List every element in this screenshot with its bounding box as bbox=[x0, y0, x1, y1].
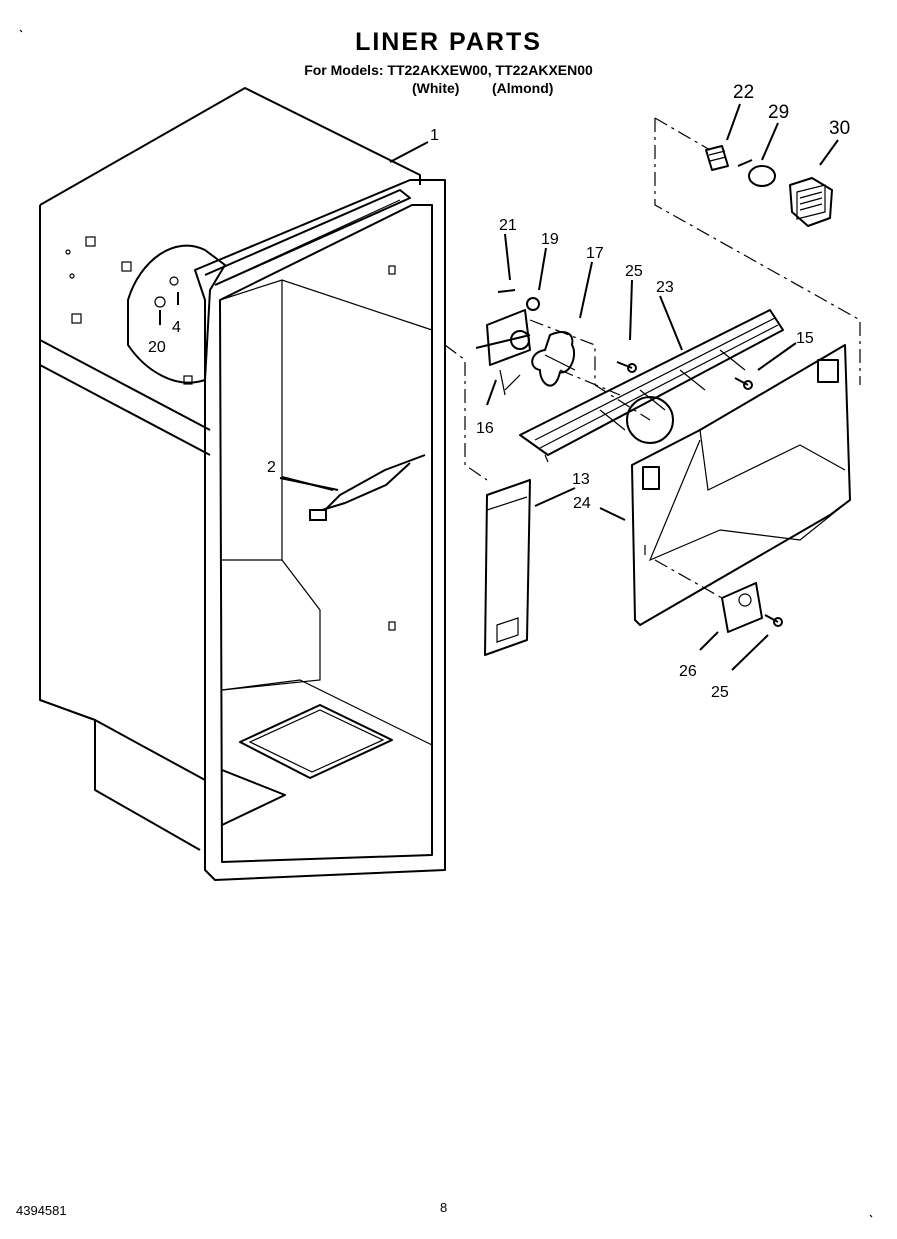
wire-harness bbox=[279, 454, 426, 521]
assembly-lines bbox=[444, 117, 861, 599]
callout-21: 21 bbox=[499, 217, 517, 234]
liner-cabinet bbox=[39, 87, 446, 881]
callout-1: 1 bbox=[430, 127, 439, 144]
callout-17: 17 bbox=[586, 245, 604, 262]
callout-16: 16 bbox=[476, 420, 494, 437]
evaporator-cover-24 bbox=[626, 344, 851, 626]
models-line: For Models: TT22AKXEW00, TT22AKXEN00 bbox=[304, 62, 593, 78]
page-title: LINER PARTS bbox=[355, 28, 542, 56]
leader-arrows bbox=[281, 103, 839, 671]
callout-19: 19 bbox=[541, 231, 559, 248]
callout-25-top: 25 bbox=[625, 263, 643, 280]
light-assembly bbox=[705, 145, 833, 227]
callout-2: 2 bbox=[267, 459, 276, 476]
callout-30: 30 bbox=[829, 118, 850, 139]
color-white: (White) bbox=[412, 80, 460, 96]
document-number: 4394581 bbox=[16, 1203, 67, 1218]
callout-26: 26 bbox=[679, 663, 697, 680]
callout-labels: 1 2 4 20 13 24 15 16 17 19 21 25 23 26 2… bbox=[148, 82, 850, 701]
plate-26 bbox=[721, 582, 763, 633]
callout-22: 22 bbox=[733, 82, 754, 103]
callout-4: 4 bbox=[172, 319, 181, 336]
page-number: 8 bbox=[440, 1200, 448, 1215]
duct-cover-13 bbox=[484, 479, 531, 656]
corner-marks bbox=[19, 29, 873, 1218]
callout-25-bottom: 25 bbox=[711, 684, 729, 701]
grille-23 bbox=[519, 309, 784, 463]
fan-motor-assembly bbox=[475, 289, 576, 396]
callout-20: 20 bbox=[148, 339, 166, 356]
callout-24: 24 bbox=[573, 495, 591, 512]
color-almond: (Almond) bbox=[492, 80, 554, 96]
callout-29: 29 bbox=[768, 102, 789, 123]
callout-23: 23 bbox=[656, 279, 674, 296]
callout-13: 13 bbox=[572, 471, 590, 488]
callout-15: 15 bbox=[796, 330, 814, 347]
screws bbox=[616, 361, 783, 627]
